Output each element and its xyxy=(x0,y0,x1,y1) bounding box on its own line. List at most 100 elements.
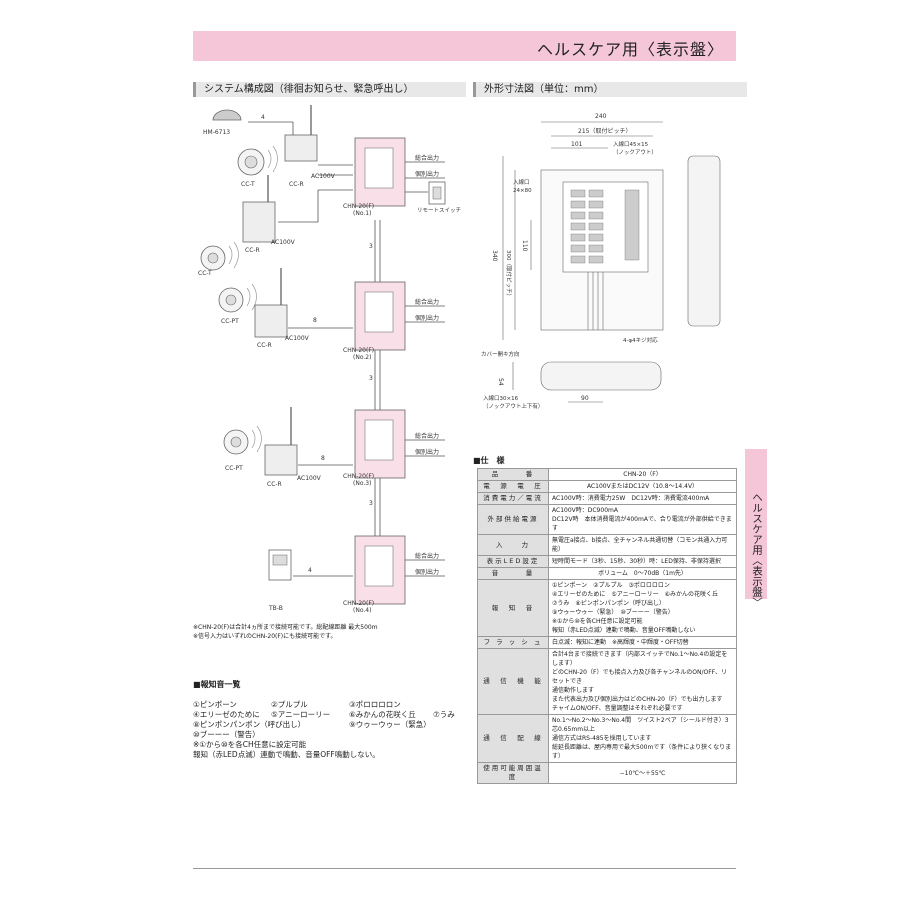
note-line: ※CHN-20(F)は合計4ヵ所まで接続可能です。総配線距離 最大500m xyxy=(193,624,378,631)
diagram-label: 入線口30×16 xyxy=(483,394,519,402)
spec-cell: 入 力 xyxy=(477,534,549,556)
sound-row: ①ピンポーン ②プルプル ③ポロロロロン xyxy=(193,700,401,709)
spec-cell: 合計4台まで接続できます（内部スイッチでNo.1〜No.4の設定をします） どの… xyxy=(548,648,737,715)
spec-cell: 消費電力／電流 xyxy=(477,492,549,505)
diagram-label: TB-B xyxy=(268,605,283,612)
diagram-label: 入線口45×15 xyxy=(613,140,649,148)
page-title: ヘルスケア用〈表示盤〉 xyxy=(536,40,724,59)
sound-footer: ※①から⑩を各CH任意に設定可能 xyxy=(193,740,307,749)
diagram-label: AC100V xyxy=(311,173,336,180)
page-banner: ヘルスケア用〈表示盤〉 xyxy=(193,31,736,61)
diagram-label: 個別出力 xyxy=(415,314,439,322)
hm-sensor-icon xyxy=(212,109,242,121)
spec-cell: 電 源 電 圧 xyxy=(477,480,549,493)
diagram-label: CHN-20(F) xyxy=(343,347,374,354)
diagram-label: 入線口 xyxy=(513,178,530,186)
diagram-label: 3 xyxy=(369,243,373,250)
spec-cell: AC100VまたはDC12V（10.8〜14.4V） xyxy=(548,480,737,493)
diagram-label: CC-PT xyxy=(225,465,243,472)
diagram-label: 4-φ4キジ対応 xyxy=(623,336,658,344)
diagram-label: 300（取付ピッチ） xyxy=(505,250,513,299)
side-tab xyxy=(745,449,767,599)
diagram-label: AC100V xyxy=(297,475,322,482)
cc-r-receiver-icon xyxy=(284,105,318,162)
chn-panel-3 xyxy=(354,409,406,479)
spec-cell: AC100V時：消費電力25W DC12V時：消費電流400mA xyxy=(548,492,737,505)
spec-row: 音 量ボリューム 0〜70dB（1m先） xyxy=(477,567,737,580)
diagram-label: 90 xyxy=(581,395,589,402)
spec-row: 入 力無電圧a接点、b接点、全チャンネル共通切替（コモン共通入力可能） xyxy=(477,534,737,556)
diagram-label: 215（取付ピッチ） xyxy=(578,127,631,135)
diagram-label: (No.4) xyxy=(353,607,371,614)
diagram-label: CC-PT xyxy=(221,318,239,325)
sound-row: ⑩ブーーー（警告） xyxy=(193,730,260,739)
diagram-label: CC-T xyxy=(198,270,212,277)
remote-switch-icon xyxy=(428,181,446,205)
sound-list: ①ピンポーン ②プルプル ③ポロロロロン ④エリーゼのために ⑤アニーローリー … xyxy=(193,700,463,760)
diagram-label: CC-R xyxy=(245,247,260,254)
diagram-label: 総合出力 xyxy=(415,154,439,162)
diagram-label: 110 xyxy=(521,240,528,252)
diagram-label: 54 xyxy=(497,378,504,386)
spec-cell: ボリューム 0〜70dB（1m先） xyxy=(548,567,737,580)
diagram-label: リモートスイッチ xyxy=(417,207,461,214)
diagram-label: 4 xyxy=(261,114,265,121)
sound-row: ⑧ピンポンパンポン（呼び出し） ⑨ウゥーウゥー（緊急） xyxy=(193,720,431,729)
diagram-label: 総合出力 xyxy=(415,298,439,306)
diagram-label: 総合出力 xyxy=(415,432,439,440)
sound-row: ④エリーゼのために ⑤アニーローリー ⑥みかんの花咲く丘 ⑦うみ xyxy=(193,710,455,719)
diagram-label: CHN-20(F) xyxy=(343,203,374,210)
spec-cell: 表示LED設定 xyxy=(477,555,549,568)
diagram-label: 24×80 xyxy=(513,188,532,194)
spec-cell: 通 信 配 線 xyxy=(477,714,549,763)
diagram-label: （ノックアウト上下有） xyxy=(483,402,543,410)
hm-label: HM-6713 xyxy=(203,129,230,136)
diagram-label: AC100V xyxy=(285,335,310,342)
diagram-label: 240 xyxy=(595,113,607,120)
spec-cell: 品 番 xyxy=(477,468,549,481)
chn-panel-2 xyxy=(354,281,406,351)
diagram-label: カバー開キ方向 xyxy=(481,350,520,358)
spec-cell: 白点滅：報知に連動 ※高輝度・中輝度・OFF切替 xyxy=(548,636,737,649)
diagram-label: (No.1) xyxy=(353,210,371,217)
chn-panel-1 xyxy=(354,137,406,207)
cc-r-receiver-icon xyxy=(264,407,298,476)
diagram-label: 個別出力 xyxy=(415,568,439,576)
diagram-label: (No.3) xyxy=(353,480,371,487)
cc-t-transmitter-icon xyxy=(237,145,278,176)
spec-cell: 使用可能周囲温度 xyxy=(477,762,549,784)
diagram-label: CC-R xyxy=(267,481,282,488)
diagram-label: 8 xyxy=(313,317,317,324)
sound-footer: 報知（赤LED点滅）連動で鳴動、音量OFF鳴動しない。 xyxy=(193,750,380,759)
spec-cell: ①ピンポーン ②プルプル ③ポロロロロン ④エリーゼのために ⑤アニーローリー … xyxy=(548,579,737,637)
diagram-label: CC-R xyxy=(289,181,304,188)
spec-row: 表示LED設定短時間モード（3秒、15秒、30秒）時：LED保持、非保持選択 xyxy=(477,555,737,568)
spec-cell: CHN-20（F） xyxy=(548,468,737,481)
diagram-label: 340 xyxy=(491,250,498,262)
diagram-label: CHN-20(F) xyxy=(343,600,374,607)
spec-cell: 報 知 音 xyxy=(477,579,549,637)
diagram-label: 総合出力 xyxy=(415,552,439,560)
cc-pt-transmitter-icon xyxy=(218,283,257,313)
footer-divider xyxy=(193,868,736,869)
spec-row: フ ラ ッ シ ュ白点滅：報知に連動 ※高輝度・中輝度・OFF切替 xyxy=(477,636,737,649)
spec-row: 使用可能周囲温度−10℃〜＋55℃ xyxy=(477,762,737,784)
cc-pt-transmitter-icon xyxy=(223,425,262,455)
spec-cell: No.1〜No.2〜No.3〜No.4間 ツイスト2ペア（シールド付き）3芯0.… xyxy=(548,714,737,763)
cc-r-receiver-icon xyxy=(254,268,288,338)
chn-panel-4 xyxy=(354,535,406,605)
spec-cell: 無電圧a接点、b接点、全チャンネル共通切替（コモン共通入力可能） xyxy=(548,534,737,556)
diagram-label: CC-T xyxy=(241,181,255,188)
side-tab-label: ヘルスケア用〈表示盤〉 xyxy=(751,492,763,608)
note-line: ※信号入力はいずれのCHN-20(F)にも接続可能です。 xyxy=(193,633,337,640)
diagram-label: 3 xyxy=(369,500,373,507)
dimension-diagram-heading: 外形寸法図（単位：mm） xyxy=(473,82,747,97)
diagram-label: 4 xyxy=(308,567,312,574)
